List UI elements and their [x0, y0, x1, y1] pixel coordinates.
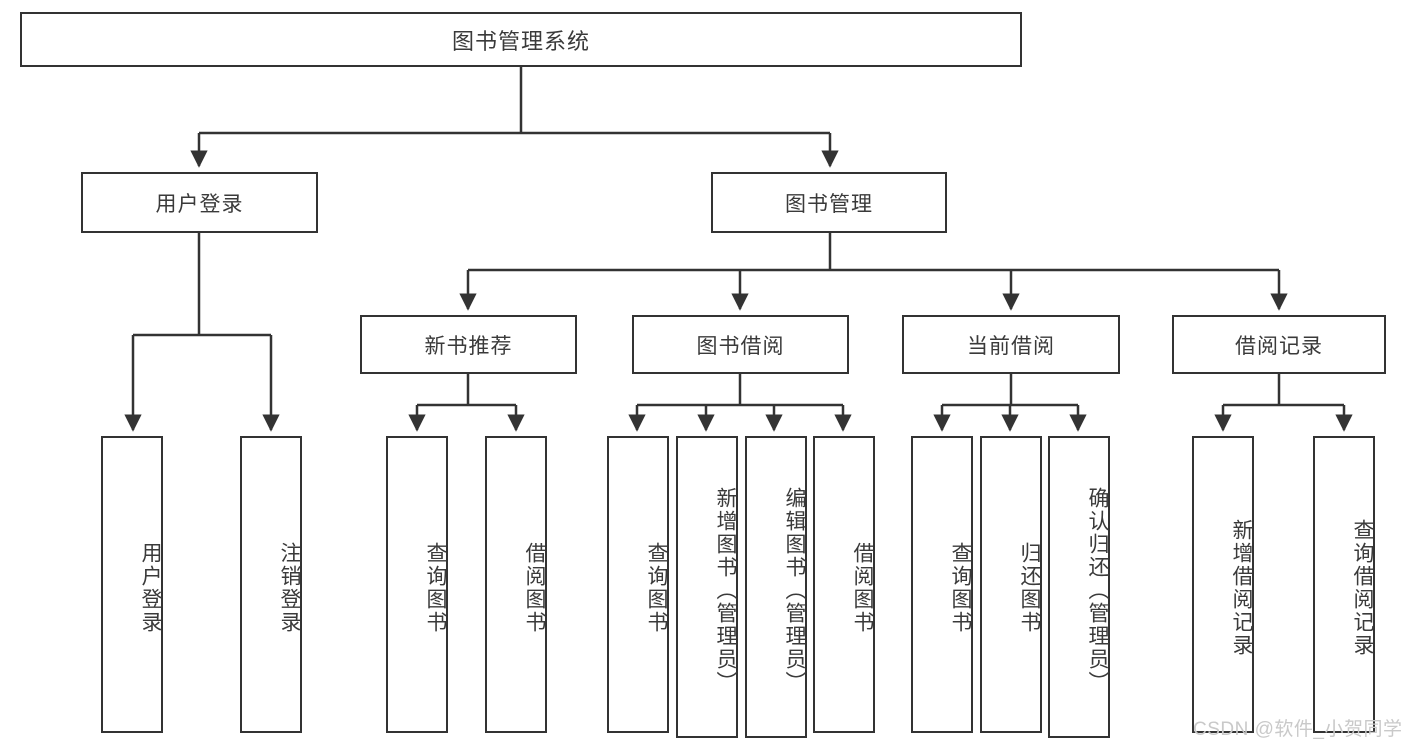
leaf-borrow-book[interactable]: 借阅图书: [813, 436, 875, 733]
leaf-query-borrow-record[interactable]: 查询借阅记录: [1313, 436, 1375, 733]
node-current-borrow[interactable]: 当前借阅: [902, 315, 1120, 374]
leaf-add-borrow-record[interactable]: 新增借阅记录: [1192, 436, 1254, 733]
node-borrow-record[interactable]: 借阅记录: [1172, 315, 1386, 374]
node-root-system[interactable]: 图书管理系统: [20, 12, 1022, 67]
csdn-watermark: CSDN @软件_小贺同学: [1193, 719, 1403, 740]
leaf-query-book-borrow[interactable]: 查询图书: [607, 436, 669, 733]
node-new-book-recommend[interactable]: 新书推荐: [360, 315, 577, 374]
leaf-confirm-return-admin[interactable]: 确认归还（管理员）: [1048, 436, 1110, 738]
leaf-user-logout[interactable]: 注销登录: [240, 436, 302, 733]
leaf-query-book-recommend[interactable]: 查询图书: [386, 436, 448, 733]
leaf-return-book[interactable]: 归还图书: [980, 436, 1042, 733]
leaf-borrow-book-recommend[interactable]: 借阅图书: [485, 436, 547, 733]
leaf-add-book-admin[interactable]: 新增图书（管理员）: [676, 436, 738, 738]
node-book-management[interactable]: 图书管理: [711, 172, 947, 233]
node-book-borrow[interactable]: 图书借阅: [632, 315, 849, 374]
leaf-edit-book-admin[interactable]: 编辑图书（管理员）: [745, 436, 807, 738]
leaf-user-login[interactable]: 用户登录: [101, 436, 163, 733]
node-user-login[interactable]: 用户登录: [81, 172, 318, 233]
leaf-query-book-current[interactable]: 查询图书: [911, 436, 973, 733]
